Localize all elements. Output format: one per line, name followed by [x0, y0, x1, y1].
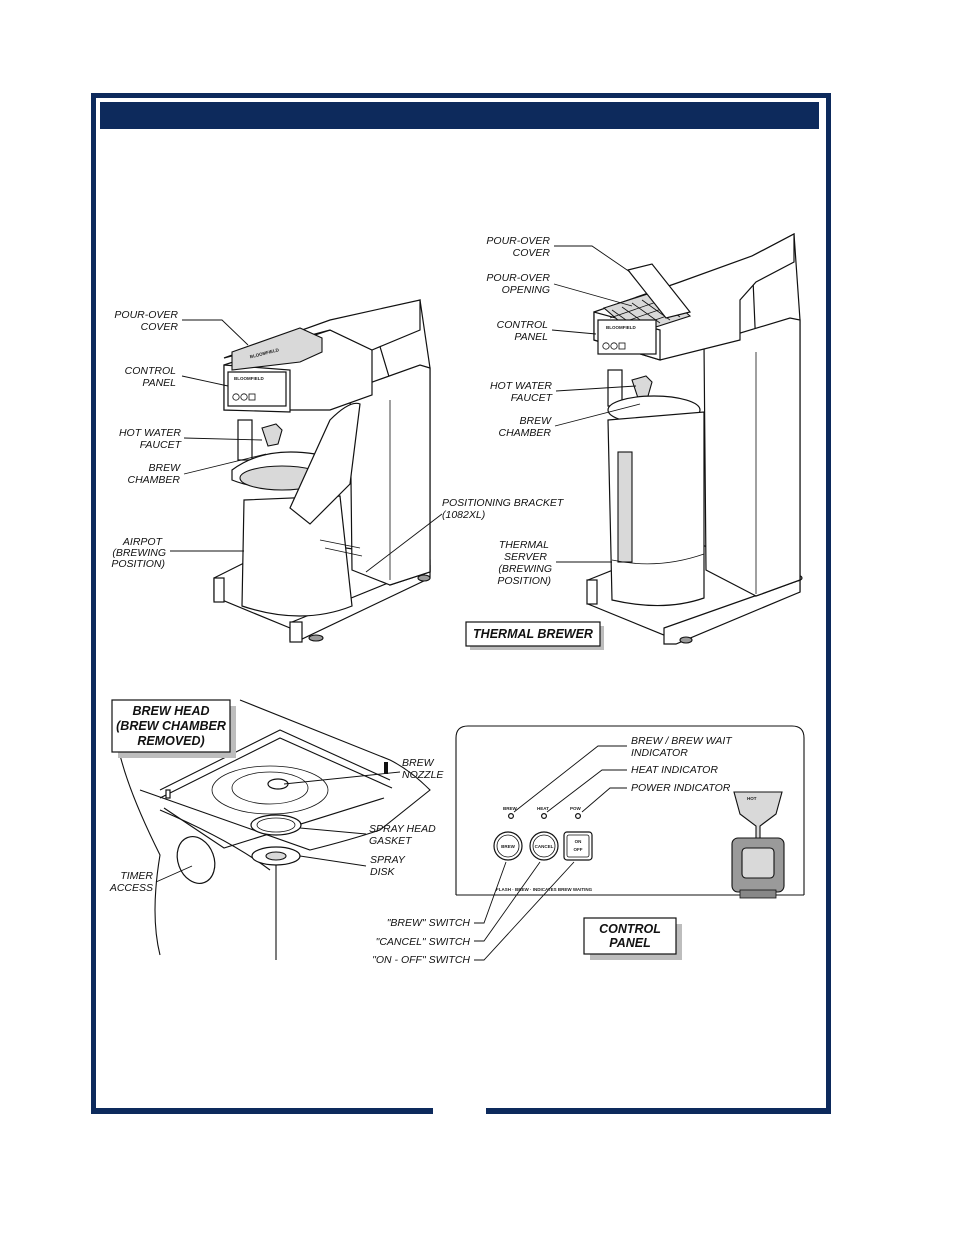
page-frame — [91, 93, 831, 1114]
thermal-label-server-4: POSITION) — [497, 575, 551, 587]
thermal-label-server-2: SERVER — [504, 551, 547, 563]
thermal-label-pour-over-opening-2: OPENING — [502, 284, 550, 296]
label-brew-nozzle-2: NOZZLE — [402, 769, 444, 781]
svg-text:FLASH · BREW · INDICATES B: FLASH · BREW · INDICATES BREW WAITING — [496, 887, 593, 892]
label-pour-over-cover-1: POUR-OVER — [114, 309, 178, 321]
thermal-label-brew-chamber-2: CHAMBER — [498, 427, 551, 439]
thermal-brewer-illustration: BLOOMFIELD — [586, 233, 803, 645]
brew-head-title-1: BREW HEAD — [132, 704, 209, 718]
label-brew-chamber-2: CHAMBER — [127, 474, 180, 486]
label-timer-access-1: TIMER — [120, 870, 153, 882]
label-spray-head-gasket-2: GASKET — [369, 835, 413, 847]
label-brew-chamber-1: BREW — [149, 462, 182, 474]
svg-text:POSITIONING BRACKET(1082XL): POSITIONING BRACKET(1082XL) — [442, 497, 565, 521]
thermal-label-control-panel-1: CONTROL — [497, 319, 548, 331]
label-cancel-switch: "CANCEL" SWITCH — [376, 936, 471, 948]
brew-head-title-3: REMOVED) — [137, 734, 204, 748]
svg-text:POW: POW — [570, 806, 582, 811]
label-brew-indicator-2: INDICATOR — [631, 747, 688, 759]
svg-text:BLOOMFIELD: BLOOMFIELD — [606, 325, 636, 330]
thermal-label-server-3: (BREWING — [498, 563, 552, 575]
control-panel-title-2: PANEL — [609, 936, 650, 950]
thermal-brewer-title-box — [465, 621, 601, 647]
control-panel-illustration: BREW HEAT POW BREW CANCEL ON OFF FLASH ·… — [455, 725, 805, 899]
label-power-indicator: POWER INDICATOR — [631, 782, 731, 794]
control-panel-title-box — [583, 917, 677, 955]
svg-text:BREW: BREW — [503, 806, 518, 811]
label-spray-disk-2: DISK — [370, 866, 396, 878]
label-brew-nozzle-1: BREW — [402, 757, 435, 769]
thermal-label-control-panel-2: PANEL — [514, 331, 548, 343]
thermal-brewer-title: THERMAL BREWER — [473, 627, 593, 641]
label-brew-indicator-1: BREW / BREW WAIT — [631, 735, 733, 747]
label-pour-over-cover-2: COVER — [141, 321, 179, 333]
svg-text:BREW: BREW — [501, 844, 516, 849]
label-airpot-1: AIRPOT — [122, 536, 164, 548]
brew-head-title-2: (BREW CHAMBER — [116, 719, 226, 733]
label-positioning-bracket-2: (1082XL) — [442, 509, 485, 521]
thermal-label-pour-over-cover-1: POUR-OVER — [486, 235, 550, 247]
svg-text:OFF: OFF — [574, 847, 583, 852]
thermal-label-pour-over-opening-1: POUR-OVER — [486, 272, 550, 284]
thermal-label-server-1: THERMAL — [499, 539, 549, 551]
thermal-label-brew-chamber-1: BREW — [520, 415, 553, 427]
label-positioning-bracket-1: POSITIONING BRACKET — [442, 497, 565, 509]
label-airpot-2: (BREWING — [112, 547, 166, 559]
svg-text:CANCEL: CANCEL — [535, 844, 554, 849]
svg-text:BLOOMFIELD: BLOOMFIELD — [234, 376, 264, 381]
brew-head-illustration — [119, 699, 431, 960]
label-control-panel-2: PANEL — [142, 377, 176, 389]
brew-head-title-box — [111, 699, 231, 753]
label-hot-water-faucet-1: HOT WATER — [119, 427, 181, 439]
label-airpot-3: POSITION) — [111, 558, 165, 570]
svg-text:HOT: HOT — [747, 796, 757, 801]
svg-text:HEAT: HEAT — [537, 806, 549, 811]
svg-text:ON: ON — [575, 839, 582, 844]
label-hot-water-faucet-2: FAUCET — [140, 439, 183, 451]
label-brew-switch: "BREW" SWITCH — [387, 917, 471, 929]
thermal-label-hot-water-faucet-1: HOT WATER — [490, 380, 552, 392]
label-spray-disk-1: SPRAY — [370, 854, 406, 866]
airpot-brewer-illustration: BLOOMFIELD BLOOMFIELD — [213, 299, 431, 643]
label-on-off-switch: "ON - OFF" SWITCH — [372, 954, 470, 966]
header-bar — [100, 102, 819, 129]
control-panel-title-1: CONTROL — [599, 922, 661, 936]
label-timer-access-2: ACCESS — [109, 882, 153, 894]
thermal-label-pour-over-cover-2: COVER — [513, 247, 551, 259]
label-spray-head-gasket-1: SPRAY HEAD — [369, 823, 436, 835]
label-heat-indicator: HEAT INDICATOR — [631, 764, 718, 776]
thermal-label-hot-water-faucet-2: FAUCET — [511, 392, 554, 404]
label-control-panel-1: CONTROL — [125, 365, 176, 377]
